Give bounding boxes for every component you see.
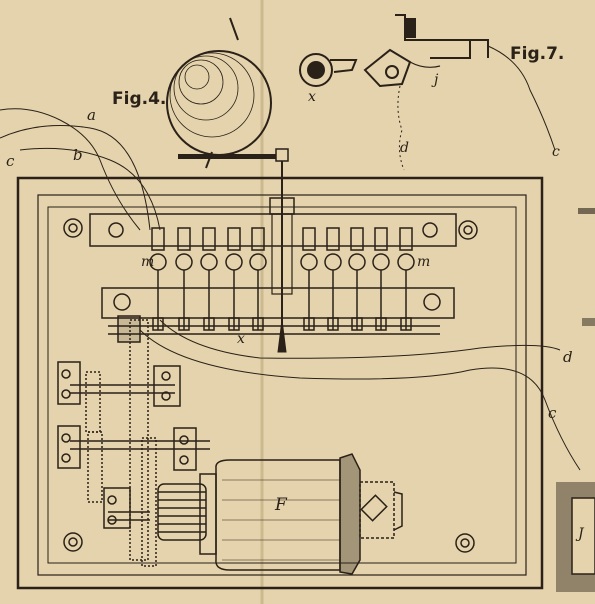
fig7-title: Fig.7.: [510, 44, 564, 64]
label-a: a: [87, 106, 96, 124]
lower-key-bar: [101, 287, 455, 319]
label-c-right: c: [548, 404, 557, 422]
inner-frame: [37, 194, 527, 576]
label-c-left: c: [6, 152, 15, 170]
fig7-drawing: [299, 14, 556, 171]
fig7-label-j: j: [431, 72, 439, 88]
fig7-label-c: c: [552, 144, 560, 160]
central-spindle: [269, 197, 295, 353]
outgoing-wires: [139, 319, 581, 471]
label-m-left: m: [141, 254, 154, 270]
fig7-label-d: d: [400, 140, 409, 156]
incoming-wires: [0, 108, 161, 231]
coil-spring: [157, 473, 217, 555]
bar-screws: [108, 222, 441, 311]
right-fragment-J: [556, 208, 595, 592]
cam-shaft: [108, 315, 440, 343]
corner-bolts: [63, 218, 478, 553]
label-d-right: d: [563, 348, 573, 366]
label-J: J: [575, 526, 585, 542]
fig4-title: Fig.4.: [112, 89, 166, 109]
label-F: F: [274, 495, 288, 515]
label-m-right: m: [417, 254, 430, 270]
contact-springs: [149, 227, 415, 331]
label-b: b: [73, 146, 83, 164]
label-x-main: x: [237, 331, 245, 347]
gear-train: [57, 319, 210, 567]
drum-F: [215, 453, 403, 575]
fig4-sphere-drawing: [166, 17, 289, 200]
upper-key-bar: [89, 213, 457, 247]
outer-frame: [16, 176, 544, 590]
fig7-label-x: x: [308, 89, 316, 105]
